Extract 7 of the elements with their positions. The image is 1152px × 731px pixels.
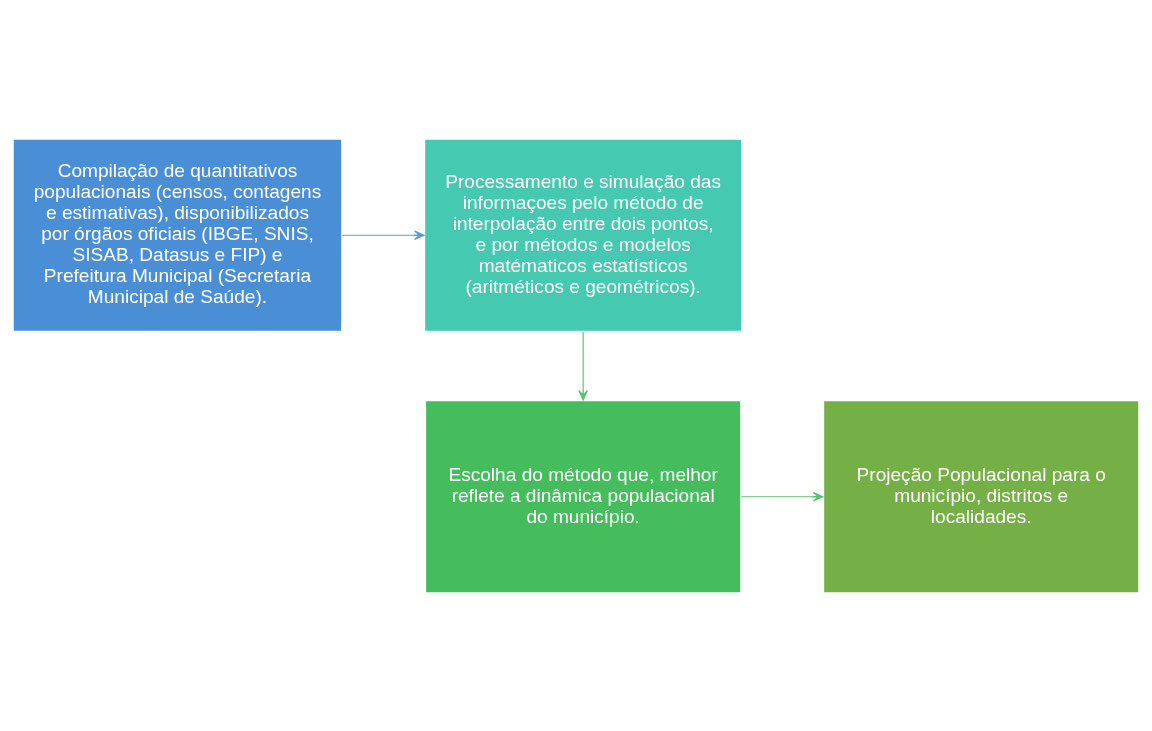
arrow bbox=[740, 491, 824, 502]
node-box: Processamento e simulação das informaçoes pelo método de interpolação entre dois pontos, e por métodos e modelos matématicos estatísticos (aritméticos e geométricos). bbox=[423, 137, 744, 333]
arrow bbox=[341, 229, 425, 240]
node-box: Escolha do método que, melhor reflete a dinâmica populacional do município. bbox=[424, 398, 743, 594]
arrow bbox=[578, 330, 589, 401]
node-box: Compilação de quantitativos populacionais (censos, contagens e estimativas), disponibilizados por órgãos oficiais (IBGE, SNIS, SISAB, Datasus e FIP) e Prefeitura Municipal (Secretaria Municipal de Saúde). bbox=[11, 137, 344, 333]
node-box: Projeção Populacional para o município, distritos e localidades. bbox=[822, 398, 1141, 594]
